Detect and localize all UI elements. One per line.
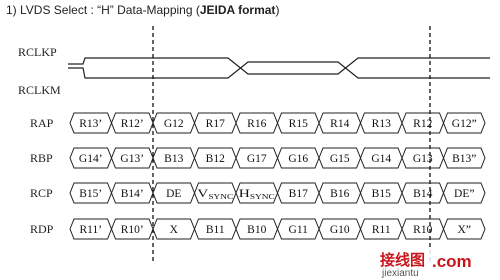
lane-cell-outline: [442, 182, 486, 204]
title-prefix: 1) LVDS Select : “H” Data-Mapping (: [6, 3, 200, 17]
lane-cell-label: G14: [371, 153, 391, 165]
lane-cell-label: R15: [289, 118, 308, 130]
watermark: 接线图 .com jiexiantu: [376, 250, 498, 279]
lane-cell-label: G11: [289, 224, 309, 236]
lane-cell-label: G13’: [120, 153, 144, 165]
lane-cell-label: B14’: [121, 188, 144, 200]
lane-cell-label: DE: [166, 188, 181, 200]
lane-label-rdp: RDP: [30, 222, 54, 236]
lane-cell-label: R17: [206, 118, 225, 130]
title-suffix: ): [275, 3, 279, 17]
lane-cell-label: R12: [413, 118, 432, 130]
lane-cell-label: R11’: [79, 224, 102, 236]
lane-label-rcp: RCP: [30, 186, 53, 200]
lane-cell-label: B16: [330, 188, 349, 200]
lane-cell-outline: [442, 218, 486, 240]
watermark-url: jiexiantu: [381, 268, 419, 279]
lane-cell-label: R10’: [121, 224, 144, 236]
rclkm-waveform: [68, 61, 490, 79]
lane-cell-label: G14’: [79, 153, 103, 165]
lane-cell-label: G12”: [452, 118, 477, 130]
lane-cell-label: B13: [164, 153, 183, 165]
lane-cell-label: B13”: [452, 153, 476, 165]
rclkm-label: RCLKM: [18, 83, 61, 97]
lane-rdp: RDP R11’ R10’ X B11 B10 G11 G10 R11 R10 X”: [30, 218, 486, 240]
lane-cell-label: R12’: [121, 118, 144, 130]
lane-cell-label: B15: [372, 188, 391, 200]
lane-cell-label: X: [170, 224, 179, 236]
watermark-com: .com: [432, 252, 472, 271]
rclkp-label: RCLKP: [18, 45, 57, 59]
lane-rap: RAP R13’ R12’ G12 R17 R16 R15 R14 R13 R12 G12”: [30, 112, 486, 134]
lane-cell-label: R14: [330, 118, 349, 130]
lane-cell-label: R11: [372, 224, 391, 236]
lane-rbp: RBP G14’ G13’ B13 B12 G17 G16 G15 G14 G13 B13”: [30, 147, 486, 169]
lane-label-rap: RAP: [30, 116, 54, 130]
watermark-backdrop: [376, 250, 498, 278]
lane-cell-label: G10: [330, 224, 350, 236]
watermark-cn: 接线图: [380, 251, 425, 269]
lane-cell-label: B14: [413, 188, 432, 200]
lane-cell-label: G12: [164, 118, 184, 130]
lane-cell-label: G15: [330, 153, 350, 165]
diagram-title: 1) LVDS Select : “H” Data-Mapping (JEIDA…: [6, 3, 279, 17]
lane-cell-outline: [442, 112, 486, 134]
lane-cell-label: B10: [247, 224, 266, 236]
lane-cell-label: R13’: [79, 118, 102, 130]
lane-cell-label: B17: [289, 188, 308, 200]
lane-cell-label: G17: [247, 153, 267, 165]
lane-cell-label: B12: [206, 153, 225, 165]
lane-cell-label: R16: [247, 118, 266, 130]
lane-cell-label: B15’: [79, 188, 102, 200]
lane-cell-label: X”: [458, 224, 471, 236]
title-bold: JEIDA format: [200, 3, 276, 17]
lane-label-rbp: RBP: [30, 151, 53, 165]
lane-cell-outline: [442, 147, 486, 169]
lane-cell-label: DE”: [454, 188, 474, 200]
rclkp-waveform: [68, 57, 490, 75]
lane-cell-label: R10: [413, 224, 432, 236]
lane-cell-label: B11: [206, 224, 225, 236]
lane-cell-label: G13: [413, 153, 433, 165]
lane-cell-label: R13: [372, 118, 391, 130]
lane-cell-label: G16: [288, 153, 308, 165]
